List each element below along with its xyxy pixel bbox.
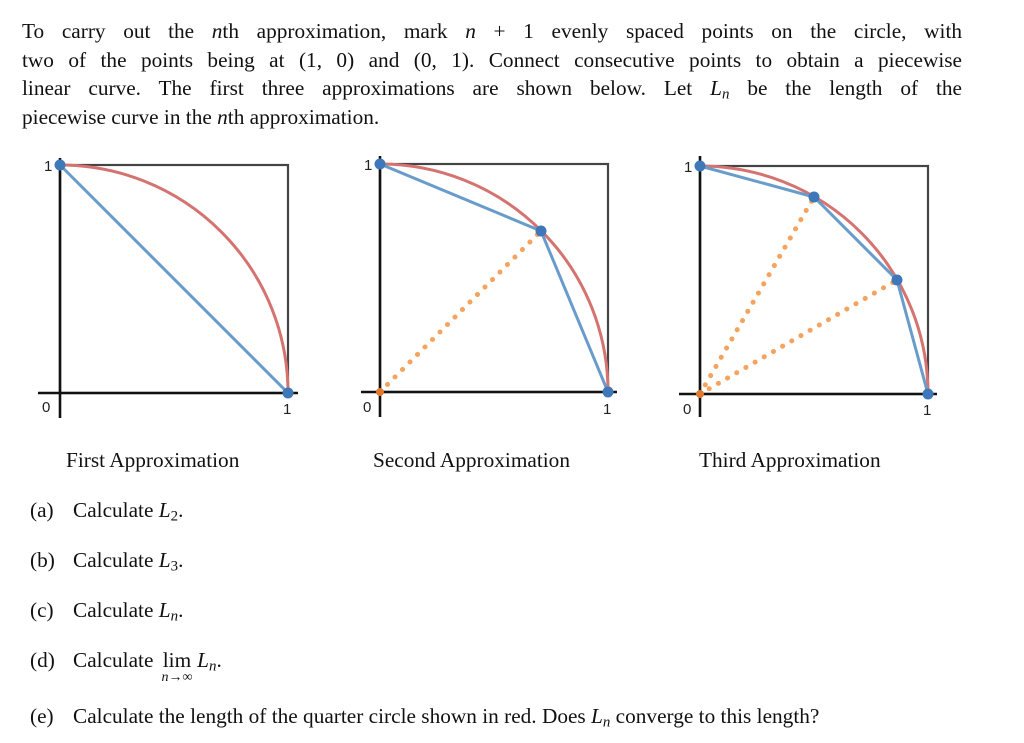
math-L: L <box>158 598 171 622</box>
point <box>54 159 66 171</box>
lim-subscript: n→∞ <box>161 670 193 685</box>
approximation-polyline <box>58 163 290 395</box>
question-label: (a) <box>30 498 54 522</box>
point <box>602 386 614 398</box>
origin-point <box>696 390 704 398</box>
tick-label-x0: 0 <box>363 399 371 416</box>
math-sub: 2 <box>170 508 179 525</box>
radius-dotted <box>377 228 544 395</box>
text: linear curve. The first three approximat… <box>22 76 711 101</box>
quarter-circle-arc <box>59 163 290 394</box>
math-sub: 3 <box>170 558 179 575</box>
tick-label-x0: 0 <box>683 401 691 418</box>
point <box>282 387 294 399</box>
quarter-circle-diagram-2: 0 1 1 <box>361 156 617 418</box>
intro-line-1: To carry out the nth approximation, mark… <box>22 17 962 46</box>
approximation-polyline <box>699 164 930 395</box>
math-sub: n <box>602 714 611 731</box>
text: th approximation. <box>227 104 380 129</box>
radius-dotted-2 <box>697 277 900 397</box>
question-text: Calculate <box>73 598 159 622</box>
radius-dotted-1 <box>697 194 817 397</box>
intro-line-4: piecewise curve in the nth approximation… <box>22 103 962 132</box>
point <box>694 160 706 172</box>
tick-label-x1: 1 <box>923 402 931 419</box>
math-L: L <box>158 498 171 522</box>
figure-first-approximation: 0 1 1 <box>30 150 310 430</box>
math-L: L <box>158 548 171 572</box>
question-e: (e) Calculate the length of the quarter c… <box>30 704 820 731</box>
question-tail: . <box>178 498 184 522</box>
intro-line-3: linear curve. The first three approximat… <box>22 74 962 103</box>
math-n: n <box>211 19 223 43</box>
question-text: Calculate <box>73 648 159 672</box>
caption-second: Second Approximation <box>373 448 570 472</box>
caption-third: Third Approximation <box>699 448 881 472</box>
math-sub: n <box>170 608 179 625</box>
point <box>808 191 820 203</box>
math-n: n <box>217 104 228 129</box>
figure-second-approximation: 0 1 1 <box>355 150 635 430</box>
lim-text: lim <box>162 648 192 672</box>
text: be the length of the <box>729 76 963 101</box>
question-label: (d) <box>30 648 55 672</box>
text: two of the points being at (1, 0) and (0… <box>22 47 962 72</box>
question-a: (a) Calculate L2. <box>30 498 184 525</box>
math-sub: n <box>209 658 217 675</box>
question-text: Calculate the length of the quarter circ… <box>73 704 592 728</box>
math-n: n <box>465 19 476 43</box>
question-text: Calculate <box>73 498 159 522</box>
text: piecewise curve in the <box>22 104 218 129</box>
question-text: Calculate <box>73 548 159 572</box>
tick-label-x0: 0 <box>42 399 50 416</box>
question-label: (b) <box>30 548 55 572</box>
tick-label-y1: 1 <box>684 159 692 176</box>
intro-paragraph: To carry out the nth approximation, mark… <box>22 17 962 131</box>
point <box>374 158 386 170</box>
question-b: (b) Calculate L3. <box>30 548 184 575</box>
math-L: L <box>710 76 722 101</box>
quarter-circle-diagram-3: 0 1 1 <box>679 156 937 419</box>
question-tail: . <box>216 648 222 672</box>
tick-label-x1: 1 <box>283 401 291 418</box>
text: To carry out the <box>22 19 212 43</box>
tick-label-x1: 1 <box>603 401 611 418</box>
question-label: (c) <box>30 598 54 622</box>
question-tail: . <box>178 598 184 622</box>
tick-label-y1: 1 <box>364 157 372 174</box>
origin-point <box>376 388 384 396</box>
text: th approximation, mark <box>222 19 466 43</box>
question-label: (e) <box>30 704 54 728</box>
question-tail: . <box>178 548 184 572</box>
math-L: L <box>197 648 210 672</box>
tick-label-y1: 1 <box>44 158 52 175</box>
point <box>922 388 934 400</box>
text: + 1 evenly spaced points on the circle, … <box>475 19 963 43</box>
question-tail: converge to this length? <box>610 704 820 728</box>
quarter-circle-arc <box>699 164 930 395</box>
caption-first: First Approximation <box>66 448 240 472</box>
math-L: L <box>591 704 603 728</box>
point <box>535 225 547 237</box>
figure-third-approximation: 0 1 1 <box>675 150 955 430</box>
quarter-circle-diagram-1: 0 1 1 <box>38 158 298 418</box>
question-c: (c) Calculate Ln. <box>30 598 184 625</box>
intro-line-2: two of the points being at (1, 0) and (0… <box>22 46 962 75</box>
point <box>891 274 903 286</box>
math-sub-n: n <box>721 86 730 103</box>
